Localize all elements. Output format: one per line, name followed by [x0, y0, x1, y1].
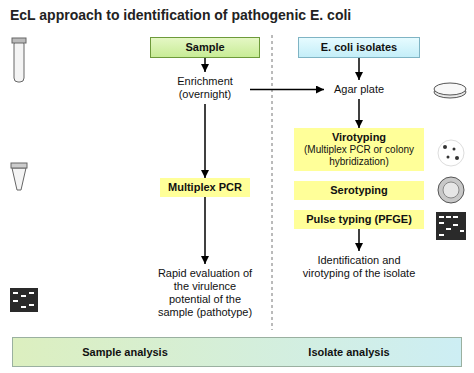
gel-band — [21, 295, 26, 297]
tube-icon — [12, 38, 26, 82]
gel-band — [439, 216, 444, 218]
process-box: Virotyping(Multiplex PCR or colony hybri… — [294, 128, 424, 171]
blot-membrane — [438, 140, 464, 166]
flow-arrow — [204, 197, 206, 264]
plate-well — [443, 182, 459, 198]
blot-dot — [453, 148, 456, 151]
flow-arrow — [204, 104, 206, 178]
pcr-tube-icon — [11, 163, 27, 190]
gel-band — [29, 304, 34, 306]
gel-band — [460, 230, 464, 232]
flow-arrow — [358, 229, 360, 251]
start-box: E. coli isolates — [298, 37, 420, 58]
result-text: Rapid evaluation of the virulence potent… — [150, 264, 260, 322]
node-text: Identification and virotyping of the iso… — [298, 254, 420, 280]
dot-blot-icon — [438, 140, 464, 166]
petri-dish-icon — [434, 83, 466, 98]
blot-dot — [443, 145, 447, 149]
process-box: Pulse typing (PFGE) — [294, 210, 424, 229]
gel-band — [446, 228, 451, 230]
flow-arrow — [358, 99, 360, 128]
start-box: Sample — [150, 37, 260, 58]
node-text: Pulse typing (PFGE) — [298, 213, 420, 226]
node-text: (Multiplex PCR or colony hybridization) — [298, 144, 420, 168]
blot-dot — [455, 156, 459, 160]
gel-icon — [10, 288, 38, 312]
gel-band — [439, 234, 444, 236]
process-box: Multiplex PCR — [160, 178, 250, 197]
step-text: Enrichment (overnight) — [160, 72, 250, 104]
node-text: Serotyping — [298, 184, 420, 197]
gel-band — [446, 216, 451, 218]
gel-background — [10, 288, 38, 312]
diagram-title: EcL approach to identification of pathog… — [10, 7, 351, 23]
gel-band — [453, 216, 458, 218]
gel-band — [13, 300, 18, 302]
result-text: Identification and virotyping of the iso… — [294, 251, 424, 283]
process-box: Serotyping — [294, 181, 424, 200]
agglutination-plate-icon — [438, 177, 464, 203]
tube-body — [14, 40, 24, 82]
gel-band — [21, 306, 26, 308]
flow-arrow — [204, 58, 206, 72]
gel-background — [436, 212, 466, 240]
node-text: Enrichment (overnight) — [164, 75, 246, 101]
node-text: Agar plate — [328, 83, 390, 96]
gel-band — [13, 292, 18, 294]
node-text: Rapid evaluation of the virulence potent… — [154, 267, 256, 319]
divider-line — [272, 35, 273, 330]
pfge-gel-icon — [436, 212, 466, 240]
dish-lid — [434, 83, 466, 95]
blot-dot — [447, 156, 450, 159]
node-text: Isolate analysis — [237, 346, 461, 359]
gel-band — [439, 222, 444, 224]
step-text: Agar plate — [324, 80, 394, 99]
pcr-tube-body — [12, 168, 26, 190]
flow-arrow — [250, 89, 324, 91]
plate-disc — [438, 177, 464, 203]
tube-cap — [12, 38, 26, 43]
gel-band — [453, 224, 458, 226]
node-text: Sample — [155, 41, 255, 54]
analysis-band: Sample analysisIsolate analysis — [12, 337, 462, 367]
node-text: Multiplex PCR — [164, 181, 246, 194]
node-text: E. coli isolates — [303, 41, 415, 54]
node-text: Virotyping — [298, 131, 420, 144]
node-text: Sample analysis — [13, 346, 237, 359]
flow-arrow — [358, 58, 360, 80]
gel-band — [29, 292, 34, 294]
pcr-tube-cap — [11, 163, 27, 168]
